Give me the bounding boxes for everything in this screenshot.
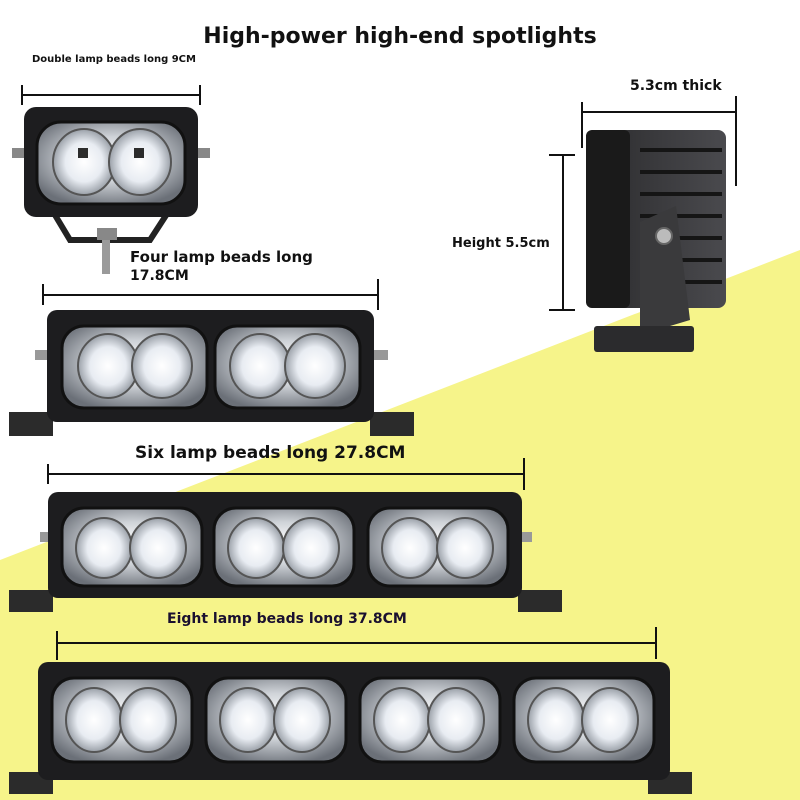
- eight-lamp-label: Eight lamp beads long 37.8CM: [167, 611, 407, 627]
- page-title: High-power high-end spotlights: [203, 24, 597, 49]
- thickness-label: 5.3cm thick: [630, 78, 722, 94]
- six-lamp-label: Six lamp beads long 27.8CM: [135, 443, 406, 463]
- double-lamp-spotlight: [12, 107, 210, 274]
- height-label: Height 5.5cm: [452, 236, 550, 251]
- six-lamp-bar: [9, 492, 562, 612]
- dimension-lines: [21, 85, 737, 660]
- four-lamp-bar: [9, 310, 414, 436]
- four-lamp-label-line1: Four lamp beads long: [130, 248, 313, 266]
- double-lamp-dimension-label: Double lamp beads long 9CM: [32, 54, 196, 65]
- side-view-spotlight: [586, 130, 726, 352]
- four-lamp-label-line2: 17.8CM: [130, 268, 189, 284]
- eight-lamp-bar: [9, 662, 692, 794]
